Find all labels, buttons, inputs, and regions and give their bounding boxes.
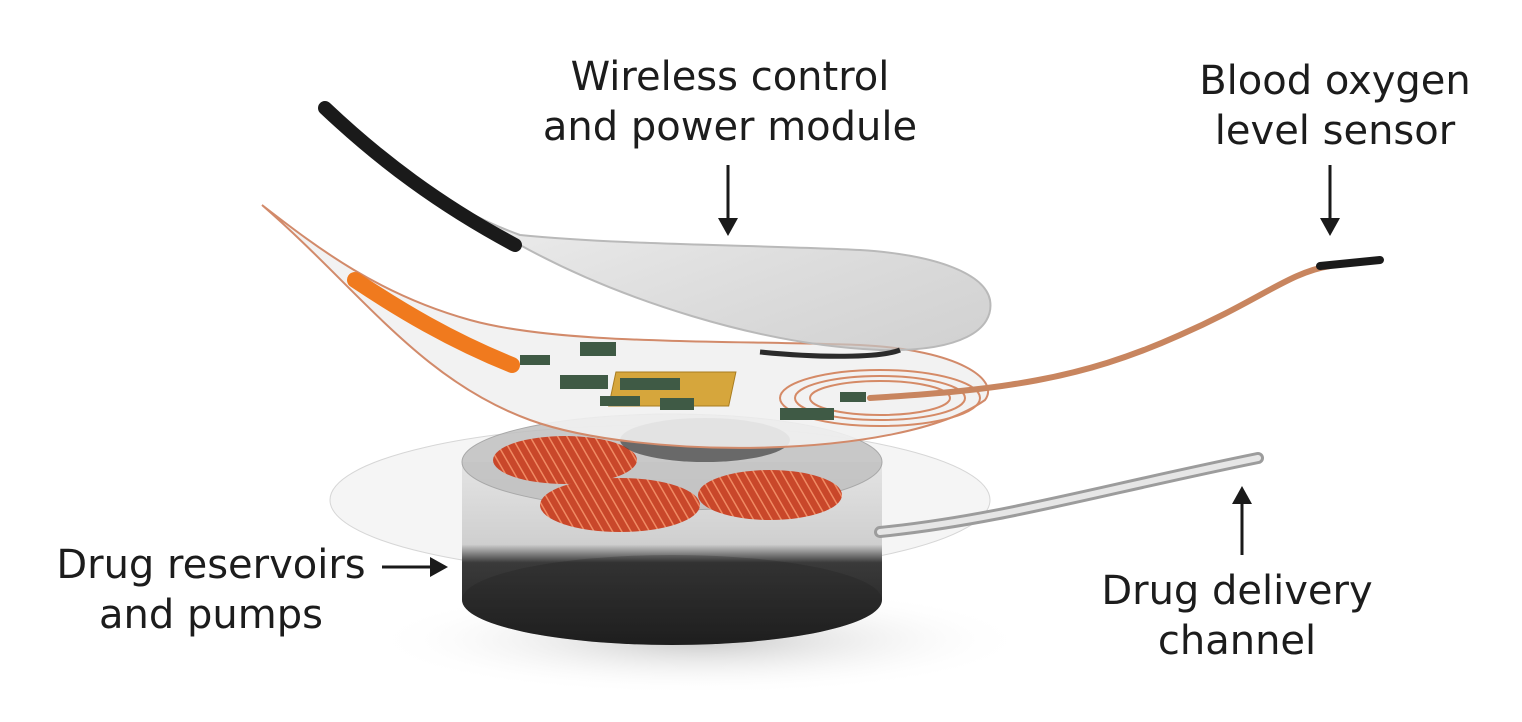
reservoir-coil-1 bbox=[493, 436, 637, 484]
label-line: and power module bbox=[542, 104, 918, 150]
arrow-oxygen bbox=[1320, 165, 1340, 236]
label-oxygen-sensor: Blood oxygen level sensor bbox=[1180, 56, 1490, 156]
label-line: and pumps bbox=[99, 592, 323, 638]
component bbox=[780, 408, 834, 420]
wireless-module-lid bbox=[318, 101, 992, 359]
oxygen-sensor-tip bbox=[1316, 256, 1384, 270]
arrow-reservoirs bbox=[382, 557, 448, 577]
label-line: Drug delivery bbox=[1101, 568, 1373, 614]
arrow-wireless bbox=[718, 165, 738, 236]
component bbox=[660, 398, 694, 410]
label-drug-reservoirs: Drug reservoirs and pumps bbox=[36, 540, 386, 640]
reservoir-coil-3 bbox=[698, 470, 842, 520]
reservoir-coil-2 bbox=[540, 478, 700, 532]
label-wireless-module: Wireless control and power module bbox=[520, 52, 940, 152]
sensor-lead bbox=[867, 263, 1333, 401]
component bbox=[560, 375, 608, 389]
component bbox=[620, 378, 680, 390]
component bbox=[580, 342, 616, 356]
orange-ribbon bbox=[347, 272, 520, 373]
label-line: channel bbox=[1157, 618, 1317, 664]
component bbox=[520, 355, 550, 365]
component bbox=[840, 392, 866, 402]
label-line: Drug reservoirs bbox=[56, 542, 366, 588]
label-line: Blood oxygen bbox=[1199, 58, 1471, 104]
component bbox=[600, 396, 640, 406]
flex-circuit-board bbox=[261, 204, 990, 449]
label-line: level sensor bbox=[1214, 108, 1456, 154]
arrow-delivery bbox=[1232, 486, 1252, 555]
label-delivery-channel: Drug delivery channel bbox=[1082, 566, 1392, 666]
label-line: Wireless control bbox=[570, 54, 890, 100]
